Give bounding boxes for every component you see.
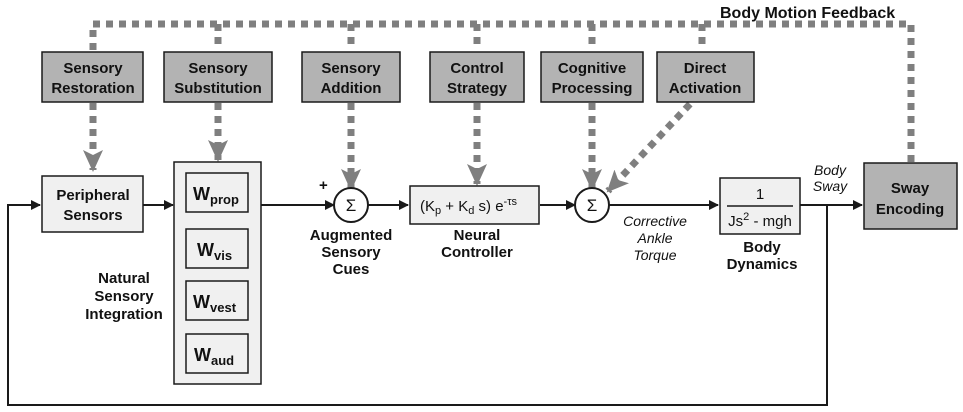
summing-junction-2: Σ <box>574 187 610 223</box>
weight-base: W <box>193 184 210 204</box>
neural-controller-label: Neural Controller <box>441 227 513 261</box>
controller-equation: (Kp + Kd s) e-τs <box>420 196 518 217</box>
box-label: Strategy <box>447 80 508 97</box>
box-direct-activation: Direct Activation <box>656 51 755 103</box>
box-sway-encoding: Sway Encoding <box>863 162 958 230</box>
box-peripheral-sensors: Peripheral Sensors <box>41 175 144 233</box>
corrective-ankle-torque-label: Corrective Ankle Torque <box>623 213 687 263</box>
feedback-label: Body Motion Feedback <box>720 5 895 22</box>
svg-text:Torque: Torque <box>633 247 676 263</box>
box-label: Control <box>450 60 503 77</box>
weight-base: W <box>197 240 214 260</box>
box-label: Cognitive <box>558 60 626 77</box>
weight-sub: vest <box>210 300 237 315</box>
dotted-down-arrows <box>83 101 693 194</box>
box-label: Peripheral <box>56 187 129 204</box>
integration-container: Wprop Wvis Wvest Waud <box>173 161 262 385</box>
natural-sensory-integration-label: Natural Sensory Integration <box>85 270 163 323</box>
weight-vest: Wvest <box>185 280 249 321</box>
sum-symbol: Σ <box>587 196 598 215</box>
feedback-dotted-lines <box>89 20 915 162</box>
weight-prop: Wprop <box>185 172 249 213</box>
box-label: Sensory <box>63 60 123 77</box>
box-label: Sway <box>891 180 930 197</box>
box-sensory-restoration: Sensory Restoration <box>41 51 144 103</box>
box-label: Sensors <box>63 207 122 224</box>
body-dynamics-label: Body Dynamics <box>727 239 798 273</box>
box-neural-controller: (Kp + Kd s) e-τs <box>409 185 540 225</box>
box-control-strategy: Control Strategy <box>429 51 525 103</box>
box-label: Sensory <box>321 60 381 77</box>
box-label: Activation <box>669 80 742 97</box>
weight-base: W <box>194 345 211 365</box>
svg-text:Sway: Sway <box>813 178 848 194</box>
box-label: Direct <box>684 60 727 77</box>
box-sensory-addition: Sensory Addition <box>301 51 401 103</box>
svg-text:Wvest: Wvest <box>193 292 237 315</box>
body-sway-label: Body Sway <box>813 162 848 194</box>
svg-text:Ankle: Ankle <box>636 230 672 246</box>
box-label: Encoding <box>876 201 944 218</box>
svg-text:Wvis: Wvis <box>197 240 232 263</box>
svg-text:Neural: Neural <box>454 227 501 244</box>
sum-symbol: Σ <box>346 196 357 215</box>
svg-text:Body: Body <box>743 239 781 256</box>
svg-text:Augmented: Augmented <box>310 227 393 244</box>
signal-lines <box>7 200 863 406</box>
weight-aud: Waud <box>185 333 249 374</box>
box-label: Sensory <box>188 60 248 77</box>
plus-sign: + <box>319 177 328 194</box>
outer-feedback-loop <box>7 200 828 406</box>
dynamics-numerator: 1 <box>756 186 764 203</box>
svg-text:Cues: Cues <box>333 261 370 278</box>
svg-text:Integration: Integration <box>85 306 163 323</box>
box-label: Addition <box>321 80 382 97</box>
svg-text:Sensory: Sensory <box>94 288 154 305</box>
svg-text:Controller: Controller <box>441 244 513 261</box>
augmented-sensory-cues-label: Augmented Sensory Cues <box>310 227 393 278</box>
dynamics-denominator: Js2 - mgh <box>728 211 792 230</box>
weight-sub: prop <box>210 192 239 207</box>
svg-text:Dynamics: Dynamics <box>727 256 798 273</box>
svg-text:Sensory: Sensory <box>321 244 381 261</box>
weight-sub: aud <box>211 353 234 368</box>
svg-text:Natural: Natural <box>98 270 150 287</box>
weight-sub: vis <box>214 248 232 263</box>
box-label: Substitution <box>174 80 261 97</box>
box-label: Processing <box>552 80 633 97</box>
box-label: Restoration <box>51 80 134 97</box>
weight-vis: Wvis <box>185 228 249 269</box>
activation-arrow <box>605 101 693 194</box>
svg-text:Waud: Waud <box>194 345 234 368</box>
box-sensory-substitution: Sensory Substitution <box>163 51 273 103</box>
feedback-top-line <box>89 20 915 162</box>
svg-text:Corrective: Corrective <box>623 213 687 229</box>
svg-text:Wprop: Wprop <box>193 184 239 207</box>
box-cognitive-processing: Cognitive Processing <box>540 51 644 103</box>
svg-text:Body: Body <box>814 162 847 178</box>
box-body-dynamics: 1 Js2 - mgh <box>719 177 801 235</box>
summing-junction-1: Σ <box>333 187 369 223</box>
weight-base: W <box>193 292 210 312</box>
